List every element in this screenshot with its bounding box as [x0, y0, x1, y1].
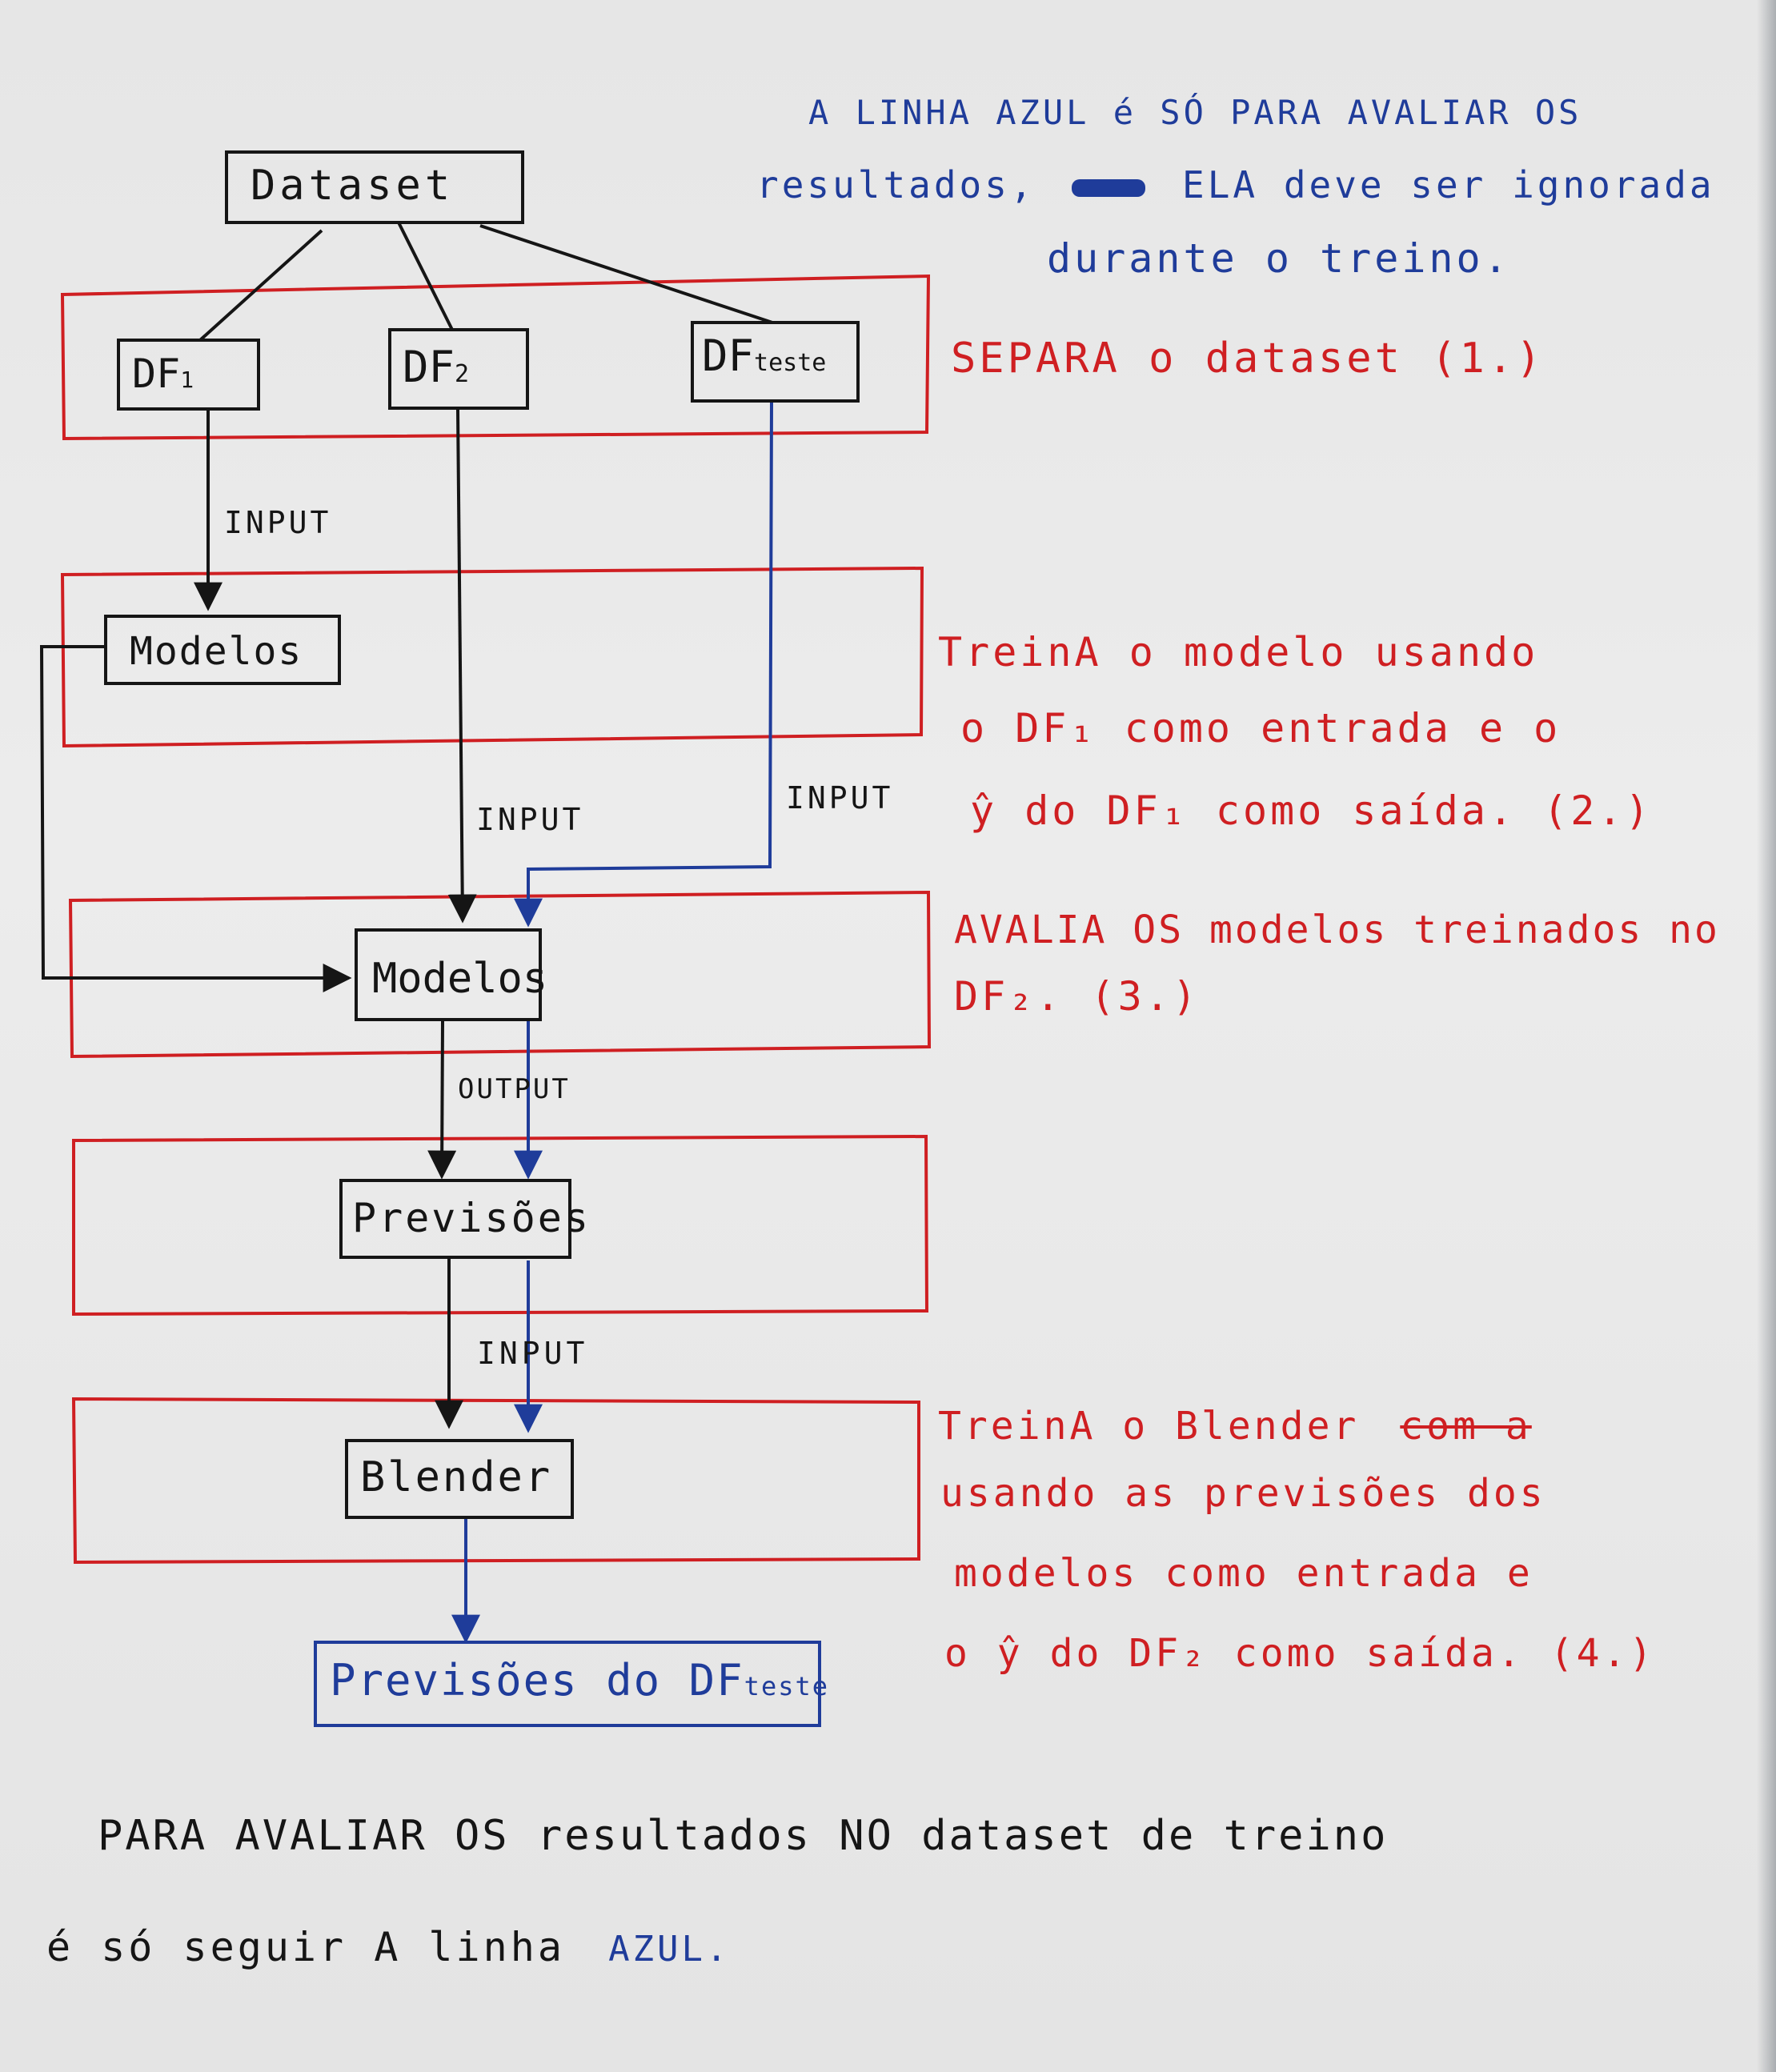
top-note-line2-a: resultados,	[756, 163, 1036, 206]
dataset-label: Dataset	[251, 162, 455, 210]
df2-text: DF	[403, 342, 455, 392]
df-teste-subscript: teste	[754, 349, 827, 377]
paper-edge-shadow	[1757, 0, 1776, 2072]
stage-frame-split	[60, 274, 931, 441]
edge-df2-modelos	[447, 409, 477, 924]
stage-frame-train	[60, 566, 924, 748]
top-note-line3: durante o treino.	[1047, 235, 1511, 282]
top-note-line2: resultados, ELA deve ser ignorada	[756, 166, 1715, 203]
node-modelos-train	[104, 615, 341, 685]
edge-modelos-loop	[39, 645, 352, 992]
modelos-train-label: Modelos	[130, 629, 303, 674]
step2-note-line1: TreinA o modelo usando	[938, 629, 1539, 675]
df2-subscript: 2	[455, 360, 470, 388]
step4-note-line2: usando as previsões dos	[940, 1471, 1546, 1516]
step3-note-line2: DF₂. (3.)	[954, 973, 1200, 1020]
stage-frame-evaluate	[68, 890, 932, 1059]
final-text: Previsões do DF	[330, 1655, 744, 1705]
edge-dataset-dfteste	[479, 224, 773, 324]
step4-note-line1: TreinA o Blender com a	[938, 1407, 1532, 1445]
previsoes-label: Previsões	[352, 1195, 591, 1241]
edge-dataset-df2	[397, 222, 454, 331]
edge-label-input-2: INPUT	[476, 802, 584, 837]
bottom-note-blue-word: AZUL.	[608, 1929, 731, 1970]
node-df2	[388, 328, 529, 410]
bottom-note-line2: é só seguir A linha AZUL.	[46, 1927, 731, 1967]
node-modelos-eval	[355, 928, 542, 1021]
node-dataset	[225, 150, 524, 224]
step1-note: SEPARA o dataset (1.)	[951, 335, 1545, 383]
step3-note-line1: AVALIA OS modelos treinados no	[954, 908, 1720, 952]
final-subscript: teste	[744, 1671, 829, 1701]
df2-label: DF2	[403, 346, 469, 389]
step2-note-line2: o DF₁ como entrada e o	[960, 705, 1562, 751]
node-previsoes	[339, 1179, 571, 1259]
edge-blue-dfteste-modelos	[514, 402, 773, 928]
df1-text: DF	[132, 351, 181, 397]
top-note-line1: A LINHA AZUL é SÓ PARA AVALIAR OS	[808, 93, 1582, 132]
edge-modelos-previsoes	[427, 1020, 457, 1180]
stage-frame-blender	[71, 1397, 920, 1565]
modelos-eval-label: Modelos	[372, 955, 548, 1003]
bottom-note-line2-text: é só seguir A linha	[46, 1924, 565, 1970]
top-note-scribble	[1072, 178, 1146, 197]
step4-note-line3: modelos como entrada e	[954, 1551, 1533, 1596]
edge-label-input-3: INPUT	[786, 780, 894, 816]
edge-label-input-1: INPUT	[224, 505, 332, 540]
stage-frame-predictions	[72, 1134, 929, 1317]
df1-label: DF1	[132, 354, 194, 394]
node-df1	[117, 339, 260, 411]
edge-dataset-df1	[198, 229, 323, 342]
edge-label-output: OUTPUT	[458, 1073, 571, 1105]
top-note-line2-b: ELA deve ser ignorada	[1182, 163, 1715, 206]
step2-note-line3: ŷ do DF₁ como saída. (2.)	[970, 788, 1653, 834]
node-df-teste	[691, 321, 860, 403]
df-teste-text: DF	[702, 331, 755, 381]
step4-note-struck: com a	[1400, 1404, 1532, 1449]
final-label: Previsões do DFteste	[330, 1659, 829, 1702]
bottom-note-line1: PARA AVALIAR OS resultados NO dataset de…	[98, 1812, 1389, 1860]
df-teste-label: DFteste	[702, 335, 826, 378]
blender-label: Blender	[360, 1453, 553, 1501]
node-final	[314, 1641, 821, 1727]
edge-label-input-4: INPUT	[477, 1336, 589, 1371]
df1-subscript: 1	[180, 367, 194, 393]
step4-note-line1-text: TreinA o Blender	[938, 1404, 1360, 1449]
step4-note-line4: o ŷ do DF₂ como saída. (4.)	[944, 1631, 1656, 1676]
node-blender	[345, 1439, 574, 1519]
